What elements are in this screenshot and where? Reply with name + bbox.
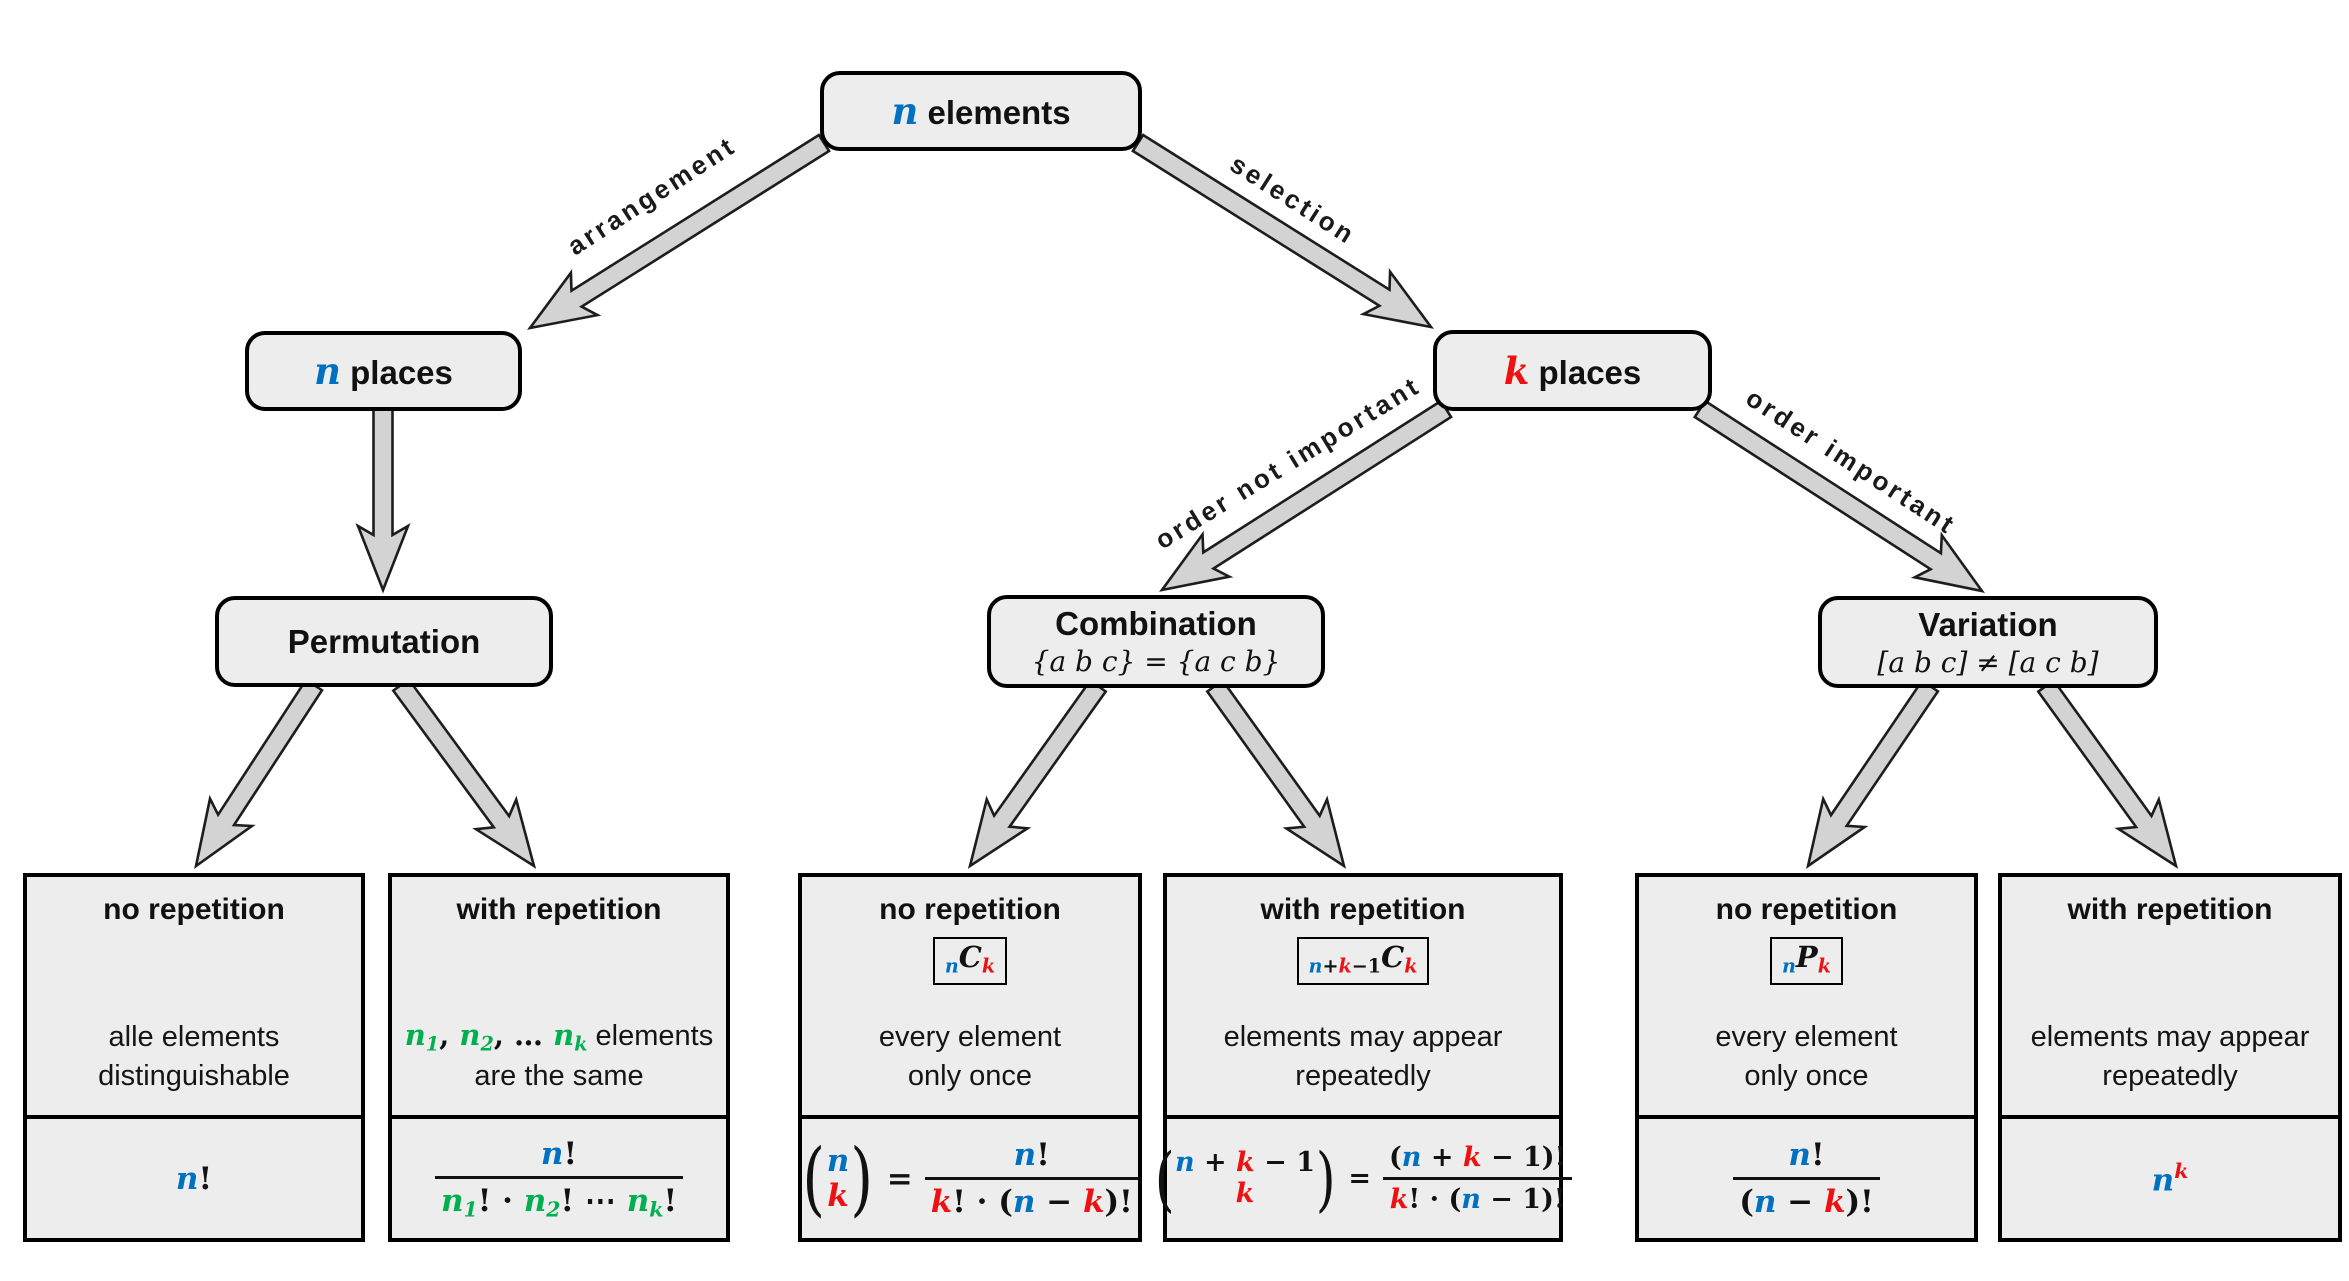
- fraction-denominator: n1! · n2! ⋯ nk!: [440, 1182, 678, 1222]
- binom-top: n: [826, 1142, 850, 1179]
- node-permutation: Permutation: [215, 596, 553, 687]
- node-combination-subtitle: {a b c} = {a c b}: [1031, 645, 1281, 678]
- card-description: every element only once: [879, 1018, 1061, 1095]
- card-header: with repetition: [456, 893, 662, 926]
- fraction-bar: [434, 1175, 684, 1179]
- notation-badge-nCk: nCk: [932, 937, 1008, 986]
- card-description: elements may appear repeatedly: [2031, 1018, 2310, 1095]
- fraction-numerator: n!: [1013, 1137, 1050, 1173]
- card-formula: ( n k ) = n! k! · (n − k)!: [802, 1115, 1139, 1238]
- card-desc-line: n1, n2, … nk elements: [404, 1018, 714, 1056]
- card-description: every element only once: [1715, 1018, 1897, 1095]
- fraction: n! k! · (n − k)!: [924, 1137, 1139, 1220]
- arrow-permutation-to-no-rep: [194, 678, 324, 869]
- arrow-root-to-n-places: [526, 133, 831, 330]
- fraction-denominator: k! · (n − k)!: [930, 1184, 1133, 1220]
- node-n-elements-label: n elements: [891, 89, 1071, 133]
- arrow-variation-to-no-rep: [1805, 678, 1940, 869]
- card-header: no repetition: [1715, 893, 1898, 926]
- card-description: n1, n2, … nk elements are the same: [405, 1016, 713, 1095]
- node-n-places: n places: [245, 331, 522, 411]
- node-k-places: k places: [1433, 330, 1712, 411]
- fraction-denominator: (n − k)!: [1739, 1184, 1874, 1220]
- node-k-places-label: k places: [1503, 348, 1642, 393]
- fraction-numerator: (n + k − 1)!: [1389, 1142, 1567, 1173]
- card-desc-line: elements may appear: [1223, 1021, 1503, 1054]
- card-top: with repetition n1, n2, … nk elements ar…: [392, 877, 726, 1115]
- fraction: n! (n − k)!: [1733, 1137, 1880, 1220]
- fraction-bar: [924, 1177, 1139, 1180]
- fraction-bar: [1383, 1177, 1573, 1180]
- fraction: n! n1! · n2! ⋯ nk!: [434, 1135, 684, 1222]
- card-header: no repetition: [103, 893, 285, 926]
- equals-sign: =: [886, 1160, 913, 1197]
- fraction-numerator: n!: [540, 1135, 578, 1172]
- card-combination-no-repetition: no repetition nCk every element only onc…: [798, 873, 1142, 1242]
- arrow-combination-to-no-rep: [967, 678, 1108, 869]
- fraction-numerator: n!: [1788, 1137, 1825, 1173]
- card-desc-line: are the same: [474, 1059, 644, 1092]
- equals-sign: =: [1348, 1163, 1371, 1194]
- card-header: with repetition: [1260, 893, 1466, 926]
- card-description: alle elements distinguishable: [98, 1018, 290, 1095]
- card-desc-line: alle elements: [108, 1021, 280, 1054]
- card-variation-no-repetition: no repetition nPk every element only onc…: [1635, 873, 1978, 1242]
- arrow-k-places-to-combination: [1158, 399, 1453, 592]
- card-description: elements may appear repeatedly: [1224, 1018, 1503, 1095]
- arrow-permutation-to-with-rep: [391, 677, 537, 869]
- card-combination-with-repetition: with repetition n+k−1Ck elements may app…: [1154, 873, 1573, 1242]
- card-formula: n!: [27, 1115, 361, 1238]
- card-permutation-no-repetition: no repetition alle elements distinguisha…: [23, 873, 365, 1242]
- card-desc-line: only once: [907, 1059, 1033, 1092]
- card-permutation-with-repetition: with repetition n1, n2, … nk elements ar…: [388, 873, 730, 1242]
- card-top: no repetition alle elements distinguisha…: [27, 877, 361, 1115]
- node-variation-subtitle: [a b c] ≠ [a c b]: [1877, 645, 2099, 679]
- binom-top: n + k − 1: [1174, 1147, 1315, 1179]
- node-n-places-label: n places: [314, 349, 453, 393]
- card-top: with repetition elements may appear repe…: [2002, 877, 2338, 1115]
- card-desc-line: every element: [878, 1021, 1062, 1054]
- formula-plain: n!: [175, 1160, 213, 1197]
- card-desc-line: distinguishable: [98, 1059, 290, 1092]
- binomial-coefficient: ( n + k − 1 k ): [1154, 1137, 1336, 1220]
- node-combination: Combination {a b c} = {a c b}: [987, 595, 1325, 688]
- notation-badge-n+k-1Ck: n+k−1Ck: [1296, 937, 1430, 986]
- card-desc-line: elements may appear: [2030, 1021, 2310, 1054]
- card-header: no repetition: [879, 893, 1061, 926]
- arrow-combination-to-with-rep: [1205, 678, 1347, 869]
- card-formula: ( n + k − 1 k ) = (n + k − 1)! k! · (n −…: [1154, 1115, 1573, 1238]
- card-formula: n! n1! · n2! ⋯ nk!: [392, 1115, 726, 1238]
- fraction: (n + k − 1)! k! · (n − 1)!: [1383, 1142, 1573, 1215]
- node-combination-title: Combination: [1055, 605, 1257, 642]
- node-variation: Variation [a b c] ≠ [a c b]: [1818, 596, 2158, 688]
- arrow-k-places-to-variation: [1692, 399, 1986, 593]
- arrow-n-places-to-permutation: [355, 407, 411, 594]
- node-n-elements: n elements: [820, 71, 1142, 151]
- card-header: with repetition: [2067, 893, 2273, 926]
- card-formula: nk: [2002, 1115, 2338, 1238]
- formula-plain: nk: [2151, 1158, 2189, 1199]
- card-desc-line: only once: [1744, 1059, 1869, 1092]
- card-top: with repetition n+k−1Ck elements may app…: [1167, 877, 1559, 1115]
- node-permutation-title: Permutation: [287, 622, 481, 660]
- notation-badge-nPk: nPk: [1770, 937, 1843, 986]
- card-top: no repetition nPk every element only onc…: [1639, 877, 1974, 1115]
- arrow-variation-to-with-rep: [2036, 678, 2179, 869]
- card-desc-line: repeatedly: [2102, 1059, 2238, 1092]
- binom-bottom: k: [1235, 1177, 1255, 1209]
- fraction-denominator: k! · (n − 1)!: [1389, 1184, 1566, 1215]
- card-variation-with-repetition: with repetition elements may appear repe…: [1998, 873, 2342, 1242]
- binom-bottom: k: [827, 1177, 849, 1214]
- card-desc-line: repeatedly: [1295, 1059, 1431, 1092]
- binomial-coefficient: ( n k ): [802, 1131, 874, 1226]
- card-formula: n! (n − k)!: [1639, 1115, 1974, 1238]
- fraction-bar: [1733, 1177, 1880, 1180]
- arrow-root-to-k-places: [1131, 133, 1435, 329]
- card-desc-line: every element: [1715, 1021, 1898, 1054]
- card-top: no repetition nCk every element only onc…: [802, 877, 1138, 1115]
- node-variation-title: Variation: [1918, 605, 2058, 643]
